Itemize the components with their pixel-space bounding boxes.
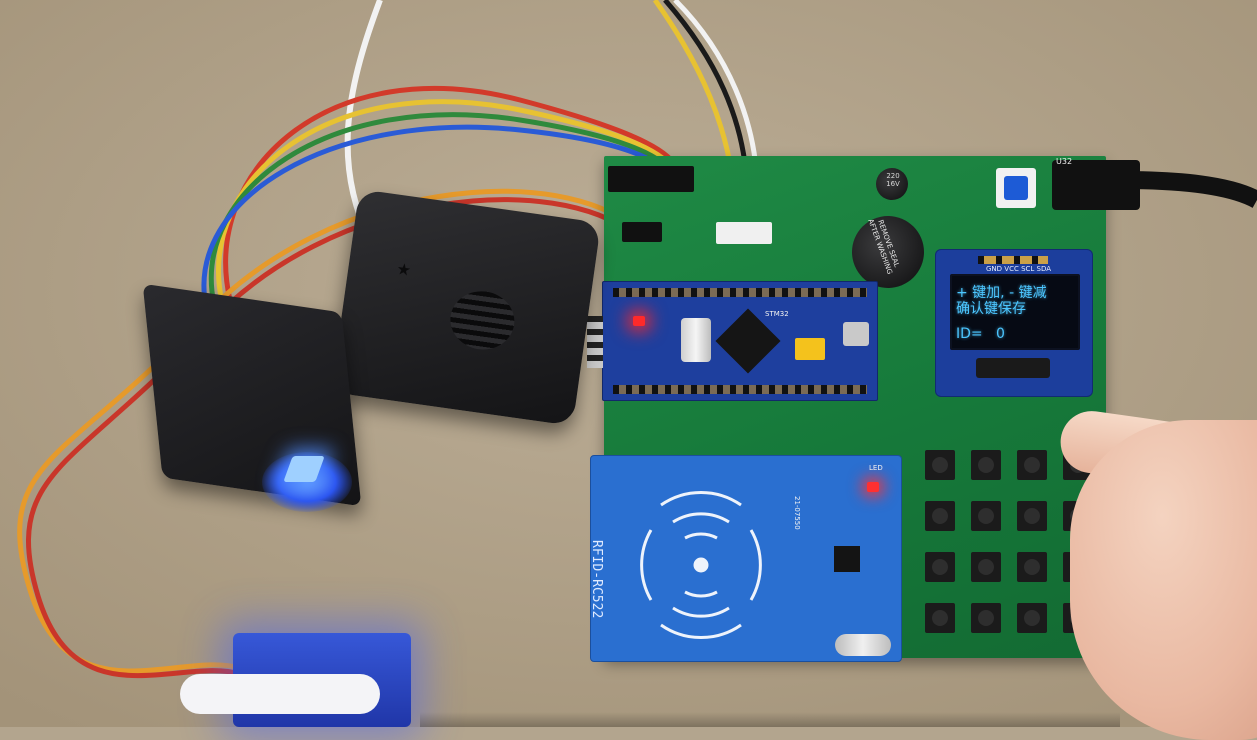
mcu-crystal [681,318,711,362]
rfid-crystal [835,634,891,656]
rfid-label: RFID-RC522 [589,540,604,619]
rfid-mark: 21-07550 [793,496,801,530]
speaker-grill [446,287,519,354]
oled-line-3-label: ID= [956,326,983,342]
rfid-module: LED 21-07550 [590,455,902,662]
hand [1070,420,1257,740]
cable-servo-red [26,197,638,679]
mcu-label: STM32 [765,310,789,318]
rfid-chip [834,546,860,572]
oled-screen: + 键加, - 键减 确认键保存 ID= 0 [950,274,1080,350]
mcu-pin-header-top [613,288,867,297]
rfid-status-led [867,482,879,492]
oled-ribbon [976,358,1050,378]
power-jack [1052,160,1140,210]
mcu-chip [715,308,781,374]
header-connector-white [716,222,772,244]
oled-pin-header [978,256,1048,264]
star-icon: ★ [395,259,413,280]
power-switch-button [996,168,1036,208]
mcu-pin-header-side [587,316,603,368]
mcu-usb-port [843,322,869,346]
buzzer [852,216,924,288]
board-mark: U32 [1056,157,1073,166]
oled-line-1: + 键加, - 键减 [956,285,1047,301]
mcu-jumper [795,338,825,360]
switch-cap [1004,176,1028,200]
capacitor-label: 220 16V [886,172,900,188]
stm32-board: STM32 [587,281,878,401]
servo-horn [180,674,380,714]
oled-line-2: 确认键保存 [956,301,1026,317]
capacitor [876,168,908,200]
oled-line-3-value: 0 [996,326,1005,342]
mcu-power-led [633,316,645,326]
cable-servo-orange [17,188,642,674]
rfid-led-label: LED [869,464,883,472]
oled-pin-label: GND VCC SCL SDA [986,265,1052,273]
header-connector-top [608,166,694,192]
caption-strip [420,712,1120,727]
rfid-antenna-icon [640,491,762,639]
voice-module: ★ [330,189,602,426]
header-connector-small [622,222,662,242]
mcu-pin-header-bottom [613,385,867,394]
oled-module: GND VCC SCL SDA + 键加, - 键减 确认键保存 ID= 0 [935,249,1093,397]
